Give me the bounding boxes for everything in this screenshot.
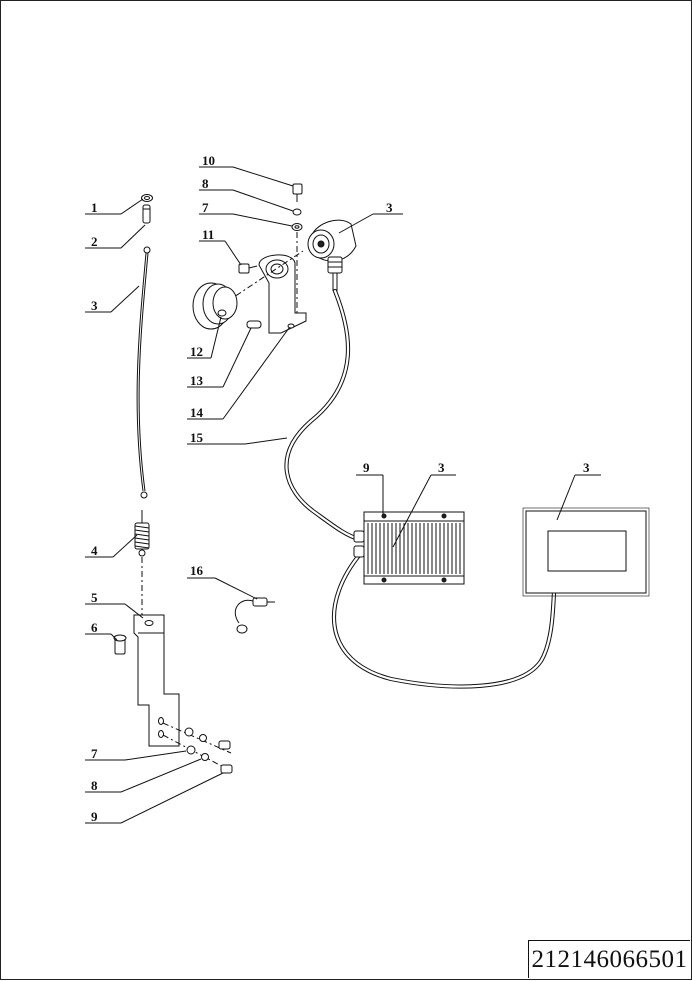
part-8-washer-top [292, 208, 302, 216]
callout-3-encoder: 3 [338, 200, 403, 234]
svg-text:3: 3 [583, 460, 590, 475]
part-11-screw [238, 263, 258, 274]
callout-2: 2 [85, 224, 146, 249]
svg-text:8: 8 [91, 778, 98, 793]
callout-4: 4 [85, 534, 138, 558]
part-15-signal-cable [284, 288, 362, 542]
svg-text:3: 3 [438, 460, 445, 475]
part-6-bolt [113, 634, 127, 655]
svg-text:3: 3 [91, 298, 98, 313]
svg-text:2: 2 [91, 234, 98, 249]
callout-3-cable: 3 [85, 285, 140, 313]
part-16-sensor-lead [234, 597, 275, 634]
svg-text:7: 7 [202, 200, 209, 215]
svg-text:3: 3 [386, 200, 393, 215]
part-12-pulley [192, 282, 238, 330]
svg-text:9: 9 [363, 460, 370, 475]
svg-text:4: 4 [91, 543, 98, 558]
part-10-screw [292, 183, 303, 202]
callout-13: 13 [187, 327, 252, 388]
callout-5: 5 [85, 590, 144, 619]
washers-and-screws [162, 722, 233, 774]
svg-text:12: 12 [190, 344, 203, 359]
callout-11: 11 [199, 227, 242, 266]
svg-text:13: 13 [190, 373, 204, 388]
callout-12: 12 [187, 316, 222, 359]
part-13-pin [246, 320, 262, 329]
callout-1: 1 [85, 198, 144, 215]
part-1-nut [141, 194, 153, 202]
centerline [200, 250, 304, 320]
controller-heatsink-box [353, 511, 465, 585]
callout-3-display: 3 [556, 460, 601, 521]
callout-10: 10 [199, 153, 294, 187]
part-2-pin [142, 204, 151, 224]
svg-text:7: 7 [91, 746, 98, 761]
svg-text:9: 9 [91, 809, 98, 824]
svg-text:6: 6 [91, 620, 98, 635]
part-4-spring [134, 510, 150, 557]
svg-text:14: 14 [190, 405, 204, 420]
callout-16: 16 [187, 563, 258, 600]
drawing-number: 212146066501 [528, 940, 690, 978]
encoder [307, 219, 357, 291]
svg-text:1: 1 [91, 200, 98, 215]
callout-8-lower: 8 [85, 758, 202, 793]
callout-14: 14 [187, 327, 290, 420]
display-panel [522, 507, 650, 597]
svg-text:5: 5 [91, 590, 98, 605]
svg-text:11: 11 [202, 227, 214, 242]
svg-text:10: 10 [202, 153, 215, 168]
svg-text:16: 16 [190, 563, 204, 578]
part-3-cable [136, 246, 151, 499]
callout-3-controller: 3 [392, 460, 456, 548]
callout-15: 15 [187, 430, 288, 445]
part-7-washer-top [291, 223, 303, 231]
callout-9-lower: 9 [85, 772, 224, 824]
display-cable [331, 550, 557, 689]
part-14-support-bracket [258, 254, 307, 334]
callout-9-controller: 9 [356, 460, 384, 514]
callout-6: 6 [85, 620, 118, 641]
svg-text:15: 15 [190, 430, 204, 445]
part-5-bracket [133, 614, 180, 747]
callout-7-upper: 7 [199, 200, 293, 227]
callout-8-upper: 8 [199, 176, 294, 212]
svg-text:8: 8 [202, 176, 209, 191]
callout-7-lower: 7 [85, 746, 187, 761]
